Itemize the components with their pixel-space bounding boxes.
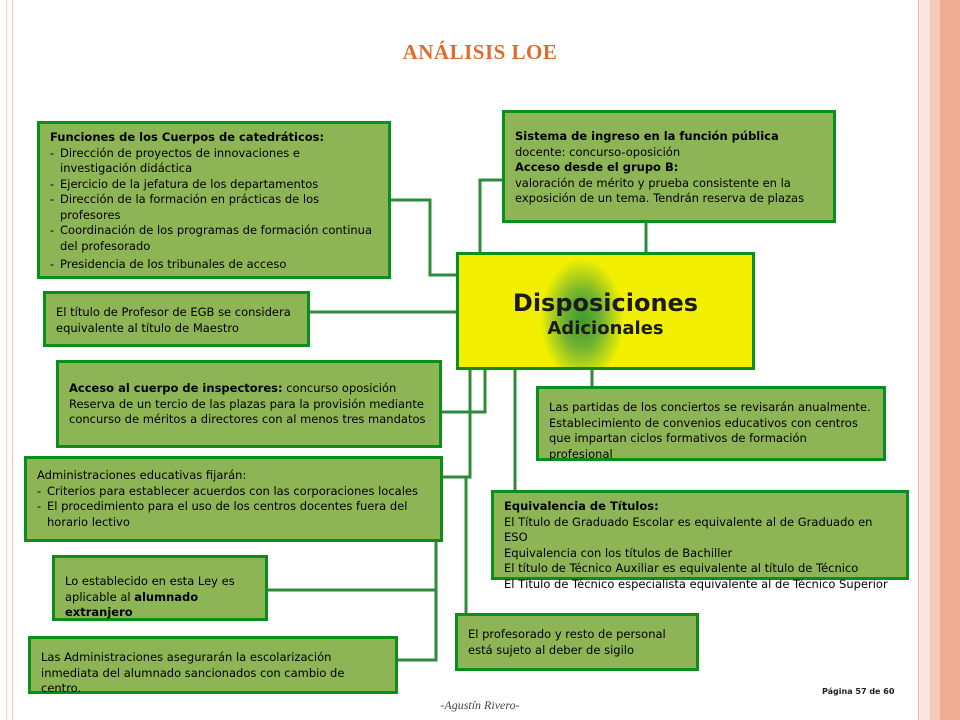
box-inspectores-text2: Reserva de un tercio de las plazas para … [69,396,426,427]
list-item: -Dirección de la formación en prácticas … [50,192,320,222]
box-administraciones-heading: Administraciones educativas fijarán: [37,468,247,482]
box-alumnado-extranjero: Lo establecido en esta Ley es aplicable … [52,555,268,621]
box-administraciones-educativas: Administraciones educativas fijarán: -Cr… [24,456,443,542]
box-inspectores-text1: concurso oposición [282,381,397,395]
box-sigilo-text: El profesorado y resto de personal está … [468,627,666,657]
slide-title: ANÁLISIS LOE [402,40,558,64]
footer-author: -Agustín Rivero- [440,698,520,712]
box-funciones-catedraticos: Funciones de los Cuerpos de catedráticos… [37,121,391,279]
box-equivalencia-line: Equivalencia con los títulos de Bachille… [504,545,733,560]
slide-frame-stripe-1 [918,0,931,720]
box-titulo-egb-text: El título de Profesor de EGB se consider… [56,305,291,335]
slide-frame-stripe-2 [930,0,940,720]
box-partidas-conciertos: Las partidas de los conciertos se revisa… [536,386,886,461]
list-item: -Criterios para establecer acuerdos con … [37,483,418,498]
box-escolarizacion: Las Administraciones asegurarán la escol… [28,636,398,695]
slide-frame-left [0,0,13,720]
center-node-disposiciones: Disposiciones Adicionales [456,252,755,370]
box-titulo-egb: El título de Profesor de EGB se consider… [43,291,310,347]
box-sistema-bold2: Acceso desde el grupo B: [515,160,679,174]
box-equivalencia-line: El Título de Técnico especialista equiva… [504,576,888,591]
center-title: Disposiciones [512,289,699,317]
box-acceso-inspectores: Acceso al cuerpo de inspectores: concurs… [56,360,442,448]
list-item: -Coordinación de los programas de formac… [50,223,373,253]
list-item: -El procedimiento para el uso de los cen… [37,499,408,529]
list-item: -Dirección de proyectos de innovaciones … [50,145,300,176]
box-extranjero-text: Lo establecido en esta Ley es aplicable … [65,574,235,604]
list-item: -Presidencia de los tribunales de acceso [50,257,287,271]
box-sistema-bold1: Sistema de ingreso en la función pública [515,129,779,143]
slide-frame-stripe-3 [940,0,960,720]
list-item: -Ejercicio de la jefatura de los departa… [50,176,319,191]
box-funciones-heading: Funciones de los Cuerpos de catedráticos… [50,130,325,144]
box-equivalencia-heading: Equivalencia de Títulos: [504,499,659,513]
box-inspectores-bold: Acceso al cuerpo de inspectores: [69,381,283,395]
center-subtitle: Adicionales [547,318,664,339]
box-equivalencia-line: El Título de Graduado Escolar es equival… [504,514,873,545]
box-sistema-ingreso: Sistema de ingreso en la función pública… [502,110,836,223]
box-deber-sigilo: El profesorado y resto de personal está … [455,613,699,671]
page-number: Página 57 de 60 [822,687,895,696]
box-sistema-text1: docente: concurso-oposición [515,144,681,159]
box-equivalencia-line: El título de Técnico Auxiliar es equival… [504,561,859,575]
box-sistema-text2: valoración de mérito y prueba consistent… [515,175,805,206]
box-partidas-text: Las partidas de los conciertos se revisa… [549,400,871,461]
box-equivalencia-titulos: Equivalencia de Títulos: El Título de Gr… [491,490,909,591]
box-extranjero-bold: alumnado extranjero [65,589,199,620]
box-escolarizacion-text: Las Administraciones asegurarán la escol… [41,650,345,695]
